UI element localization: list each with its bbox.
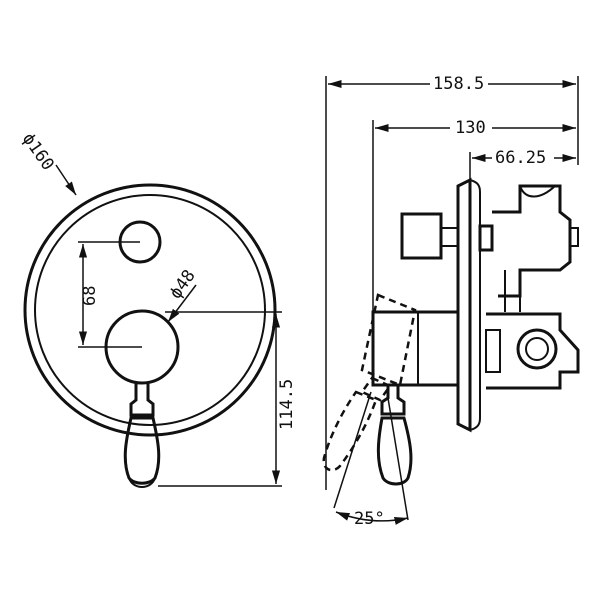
side-lever	[376, 386, 413, 486]
knob-diameter-dim: ϕ48	[166, 266, 200, 323]
centre-height-label: 114.5	[277, 379, 297, 430]
plate-diameter-dim: ϕ160	[18, 129, 77, 196]
cover-plate-profile	[456, 177, 472, 433]
side-lever-rotated	[322, 293, 417, 472]
side-view: 25°	[322, 76, 580, 529]
body-depth-label: 130	[455, 118, 486, 138]
front-lever	[123, 383, 161, 488]
knurled-diverter-knob	[400, 212, 443, 260]
centre-height-dim: 114.5	[271, 314, 297, 484]
knob-diameter-label: ϕ48	[166, 266, 200, 303]
knob-spacing-dim: 68	[78, 244, 100, 345]
outlet-depth-dim: 66.25	[472, 146, 576, 168]
valve-body	[478, 184, 580, 390]
front-view	[23, 183, 282, 488]
lever-angle-label: 25°	[354, 509, 385, 529]
overall-depth-label: 158.5	[433, 74, 484, 94]
side-mixer-hub	[371, 310, 460, 387]
cover-plate-inner	[34, 194, 266, 426]
plate-diameter-label: ϕ160	[18, 129, 58, 174]
overall-depth-dim: 158.5	[328, 72, 576, 94]
body-depth-dim: 130	[375, 116, 576, 138]
knob-spacing-label: 68	[80, 286, 100, 306]
outlet-depth-label: 66.25	[495, 148, 546, 168]
cover-plate-outer	[23, 183, 277, 437]
